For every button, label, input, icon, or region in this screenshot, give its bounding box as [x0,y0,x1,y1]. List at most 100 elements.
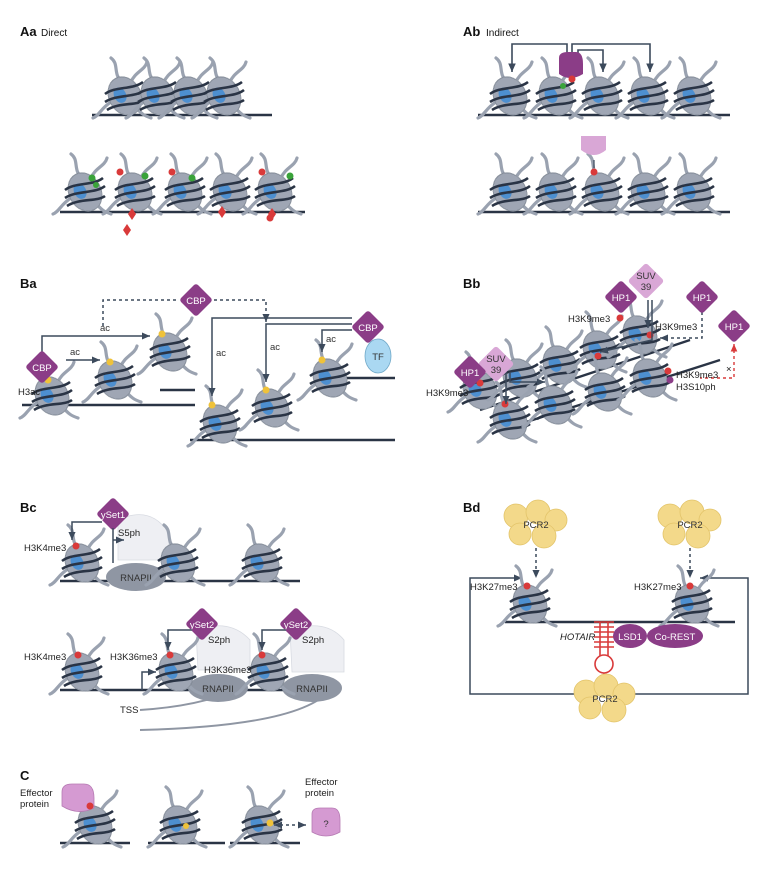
label-s2ph: S2ph [208,635,230,646]
label-hotair: HOTAIR [560,632,595,643]
label-effector: protein [20,799,49,810]
label-h3k4me3: H3K4me3 [24,652,66,663]
nucleosome [522,152,584,219]
panel-bb-letter: Bb [463,276,480,291]
hp1-reader [686,281,718,313]
cbp-reader-right [352,311,384,343]
hp1-reader [454,356,486,388]
label-h3k9me3: H3K9me3 [676,370,718,381]
hp1-label: HP1 [725,322,743,333]
label-s2ph: S2ph [302,635,324,646]
rnapii-label: RNAPII [120,573,152,584]
nucleosome-remodelled [146,785,208,852]
label-tss: TSS [120,705,138,716]
yset1-writer [97,498,129,530]
panel-ab-title: Indirect [486,28,519,39]
panel-bc: Bc RNAPII ySet1 H3K4me3 S5ph RNAPII RNAP… [20,498,345,731]
pcr2-label: PCR2 [523,520,548,531]
pcr2-label: PCR2 [677,520,702,531]
nucleosome [81,340,143,407]
label-h3k9me3: H3K9me3 [655,322,697,333]
label-s5ph: S5ph [118,528,140,539]
label-ac: ac [70,347,80,358]
methyl-mark [568,75,576,83]
panel-aa-letter: Aa [20,24,37,39]
nucleosome [660,152,722,219]
panel-bc-letter: Bc [20,500,37,515]
pcr2-complex [573,673,636,723]
hp1-label: HP1 [461,368,479,379]
phospho-mark [666,376,674,384]
question-mark: ? [323,819,328,830]
nucleosome [296,338,358,405]
label-h3k27me3: H3K27me3 [470,582,518,593]
nucleosome [186,384,248,451]
label-h3k36me3: H3K36me3 [204,665,252,676]
lsd1-protein [613,624,647,648]
panel-ab: Ab Indirect [463,24,730,219]
effector-protein [61,783,95,812]
cbp-label: CBP [186,296,206,307]
pcr2-complex [657,499,722,549]
label-ac: ac [216,348,226,359]
corest-protein [647,624,703,648]
corest-label: Co-REST [655,632,696,643]
reader-protein-unbound [581,136,606,155]
nucleosome [614,56,676,123]
hp1-reader-blocked [718,310,750,342]
label-ac: ac [326,334,336,345]
cbp-label: CBP [358,323,378,334]
label-effector: protein [305,788,334,799]
suv39-label: 39 [641,282,652,293]
panel-c-letter: C [20,768,30,783]
hp1-label: HP1 [693,293,711,304]
hp1-label: HP1 [612,293,630,304]
reader-protein [559,52,583,78]
label-ac: ac [270,342,280,353]
blocked-cross: × [726,364,732,375]
suv39-writer [628,263,664,299]
suv39-label: SUV [636,271,656,282]
methyl-mark [590,168,598,176]
label-h3k4me3: H3K4me3 [24,543,66,554]
nucleosome [568,152,630,219]
tf-label: TF [372,352,384,363]
nucleosome [136,312,198,379]
label-h3k27me3: H3K27me3 [634,582,682,593]
yset2-writer [280,608,312,640]
suv39-label: 39 [491,365,502,376]
pcr2-complex [503,499,568,549]
cbp-reader-top [180,284,212,316]
label-effector: Effector [305,777,338,788]
modified-nucleosome-array [51,152,303,236]
label-h3k9me3: H3K9me3 [568,314,610,325]
cbp-reader-left [26,351,58,383]
nucleosome [238,368,300,435]
rnapii-complex [106,563,166,591]
yset2-label: ySet2 [190,620,214,631]
nucleosome [660,56,722,123]
label-effector: Effector [20,788,53,799]
suv39-label: SUV [486,354,506,365]
lsd1-label: LSD1 [618,632,642,643]
label-h3ac: H3ac [18,387,40,398]
panel-aa-title: Direct [41,28,67,39]
panel-ba: Ba ac ac ac ac ac CBP CBP [18,276,395,451]
pcr2-label: PCR2 [592,694,617,705]
label-ac: ac [100,323,110,334]
yset1-label: ySet1 [101,510,125,521]
effector-protein-unknown [311,807,341,837]
rnapii-label: RNAPII [202,684,234,695]
hp1-reader [605,281,637,313]
panel-bd-letter: Bd [463,500,480,515]
label-h3s10ph: H3S10ph [676,382,716,393]
nucleosome [614,152,676,219]
panel-bb: Bb × HP1 SUV 39 [426,263,750,447]
yset2-label: ySet2 [284,620,308,631]
panel-bd: Bd PCR2 PCR2 H3K27me3 H3K27me3 HOTAIR [463,499,749,723]
panel-ba-letter: Ba [20,276,37,291]
panel-c: C Effector protein ? Effector protein [20,768,341,852]
suv39-writer [478,346,514,382]
yset2-writer [186,608,218,640]
